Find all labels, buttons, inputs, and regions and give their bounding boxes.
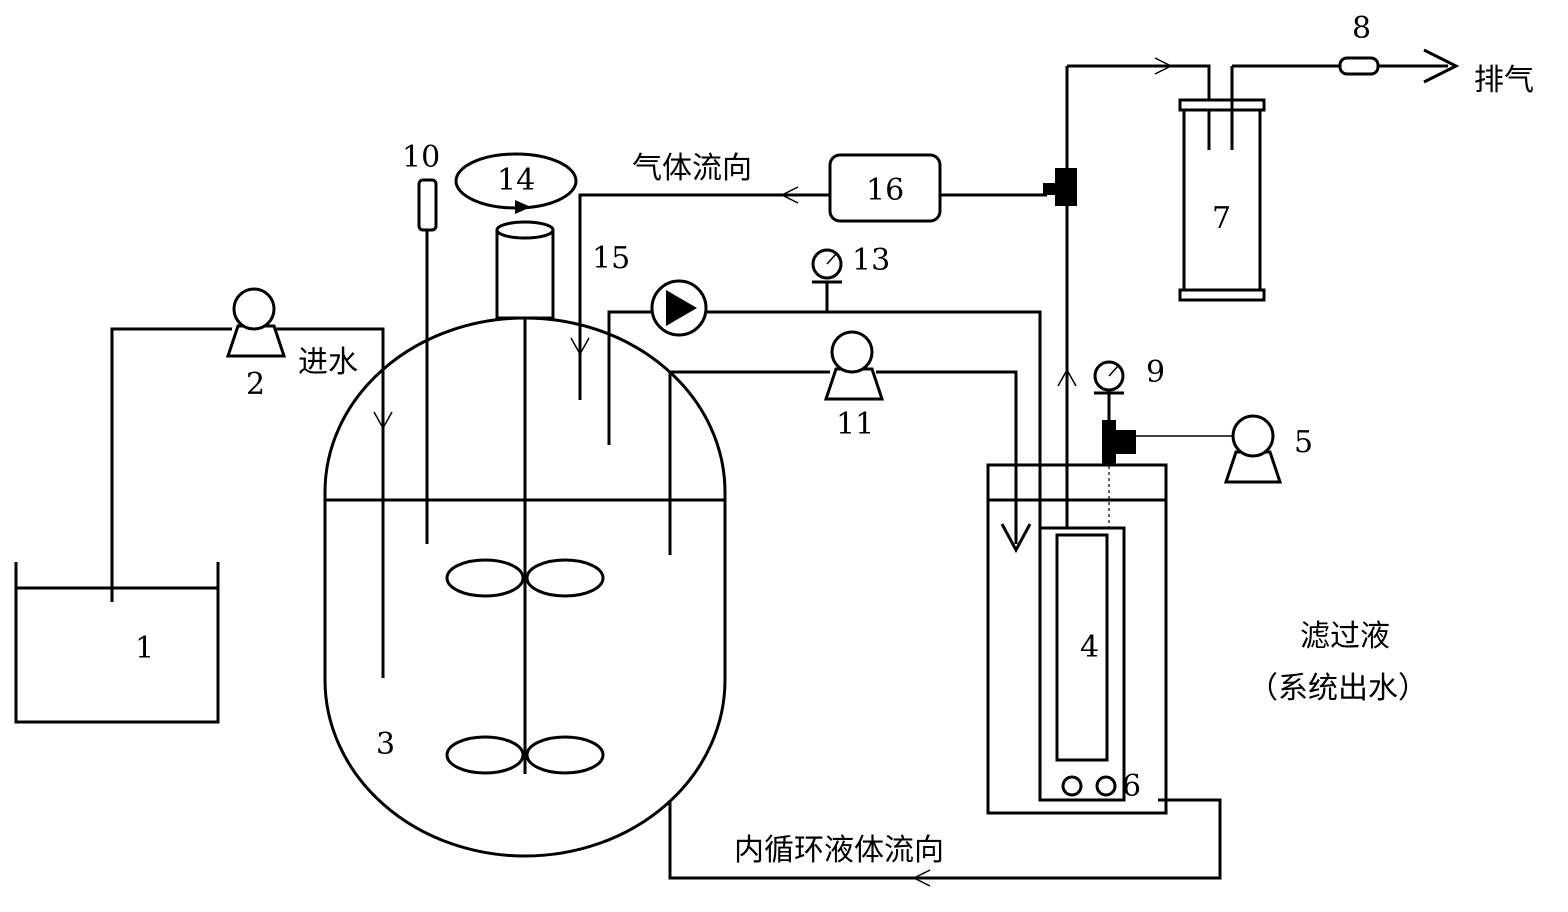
recirculation-line [607,279,1042,528]
feed-pump: 2 [225,287,287,402]
internal-circulation-line: 内循环液体流向 [668,798,1222,887]
gas-absorber-7: 7 [1178,66,1266,302]
label-5: 5 [1294,425,1313,460]
filtrate-annotation: 滤过液 （系统出水） [1248,619,1428,706]
membrane-tank: 4 6 [986,463,1168,815]
permeate-up-arrow [1057,368,1077,387]
permeate-line [1043,57,1211,528]
feed-tank: 1 [14,562,220,724]
label-8: 8 [1352,11,1371,46]
label-4: 4 [1080,630,1099,665]
system-effluent-label: （系统出水） [1248,671,1428,706]
exhaust-label: 排气 [1474,63,1534,98]
filtrate-label: 滤过液 [1300,619,1390,654]
label-10: 10 [402,140,440,175]
agitator [445,300,605,775]
gas-return-line: 气体流向 15 [570,151,1047,400]
feed-pipe: 进水 [110,327,393,678]
label-7: 7 [1212,201,1231,236]
label-16: 16 [866,173,904,208]
exhaust-flow-arrow [1154,57,1173,75]
gas-flow-arrow [780,186,799,204]
feed-arrow [373,411,393,430]
internal-circulation-label: 内循环液体流向 [734,833,944,868]
inlet-water-label: 进水 [298,345,358,380]
label-2: 2 [246,367,265,402]
gas-down-arrow [570,337,590,356]
exhaust-line: 8 排气 [1232,11,1534,98]
label-15: 15 [592,241,630,276]
label-13: 13 [852,243,890,278]
label-6: 6 [1122,769,1141,804]
pressure-gauge-13: 13 [811,243,890,312]
transfer-arrow [1000,523,1032,554]
pressure-gauge-9: 9 [1093,355,1165,528]
gas-flow-label: 气体流向 [632,151,752,186]
stirrer-motor: 14 [454,152,578,320]
air-pump-5: 5 [1136,414,1313,484]
gas-unit-16: 16 [828,153,942,223]
probe: 10 [402,140,440,544]
label-11: 11 [836,407,874,442]
label-1: 1 [135,631,154,666]
circulation-pump-icon [666,290,697,326]
label-14: 14 [497,163,535,198]
rotation-arrow-icon [515,200,531,214]
exhaust-arrow-icon [1423,48,1460,84]
transfer-line: 11 [668,330,1032,555]
label-3: 3 [376,727,395,762]
internal-circulation-arrow [912,869,931,887]
label-9: 9 [1146,355,1165,390]
